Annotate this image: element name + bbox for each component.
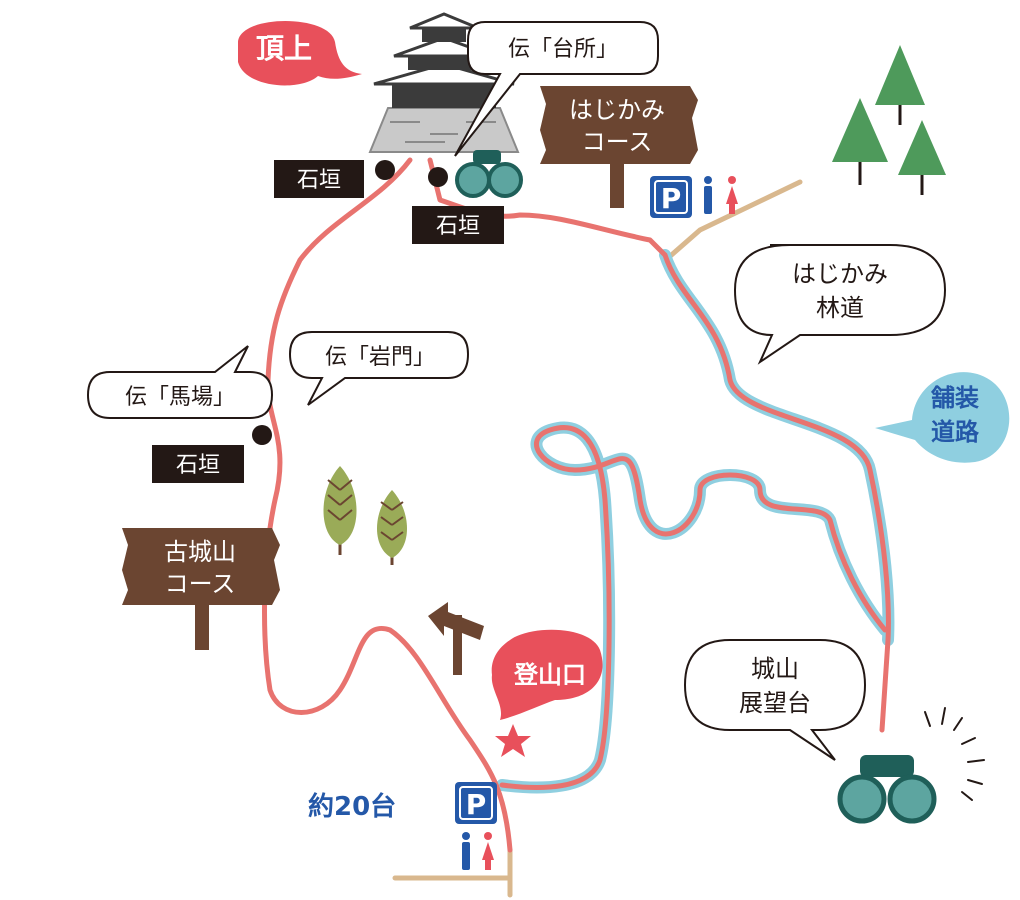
summit-restroom-icon <box>704 176 738 214</box>
tree-icon <box>832 98 888 185</box>
trailhead-callout: 登山口 <box>491 629 603 720</box>
hajikami-course-line2: コース <box>582 128 653 156</box>
daidokoro-bubble: 伝「台所」 <box>454 21 659 157</box>
hajikami-rindo-line1: はじかみ <box>792 260 888 288</box>
stone-wall-marker <box>375 160 395 180</box>
stone-wall-marker <box>252 425 272 445</box>
tree-icon <box>323 466 357 555</box>
summit-parking-icon: P <box>650 176 692 218</box>
pine-trees <box>832 45 946 195</box>
tree-icon <box>377 490 407 565</box>
svg-text:石垣: 石垣 <box>297 168 341 193</box>
sparkle-lines <box>924 707 985 801</box>
svg-text:石垣: 石垣 <box>436 214 480 239</box>
paved-road <box>496 249 895 794</box>
kojoyama-course-sign: 古城山 コース <box>122 528 280 650</box>
hajikami-rindo-bubble: はじかみ 林道 <box>733 244 947 365</box>
iwamon-bubble: 伝「岩門」 <box>288 331 470 406</box>
trailhead-parking-symbol: P <box>466 788 487 821</box>
baba-bubble: 伝「馬場」 <box>86 345 274 419</box>
baba-label: 伝「馬場」 <box>125 385 235 410</box>
stone-wall-tag: 石垣 <box>152 445 244 483</box>
tree-icon <box>898 120 946 195</box>
trailhead-parking-icon: P <box>455 782 497 824</box>
hajikami-course-line1: はじかみ <box>569 96 665 124</box>
hajikami-rindo-line2: 林道 <box>816 294 864 322</box>
trailhead-restroom-icon <box>462 832 494 870</box>
observatory-line2: 展望台 <box>739 689 811 717</box>
binoculars-icon <box>837 755 937 824</box>
summit-callout: 頂上 <box>238 21 362 86</box>
kojoyama-course-line2: コース <box>165 570 236 598</box>
star-icon <box>495 724 531 757</box>
observatory-bubble: 城山 展望台 <box>683 639 867 761</box>
svg-text:石垣: 石垣 <box>176 453 220 478</box>
stone-wall-tag: 石垣 <box>412 206 504 244</box>
tree-icon <box>875 45 925 125</box>
observatory-line1: 城山 <box>751 655 799 683</box>
hajikami-course-sign: はじかみ コース <box>540 86 698 208</box>
summit-parking-symbol: P <box>661 182 682 215</box>
trailhead-label: 登山口 <box>513 661 586 689</box>
daidokoro-label: 伝「台所」 <box>508 37 618 62</box>
kojoyama-course-line1: 古城山 <box>164 538 236 566</box>
binoculars-icon <box>455 150 523 198</box>
castle-icon <box>368 12 520 153</box>
summit-label: 頂上 <box>256 32 312 65</box>
parking-capacity: 約20台 <box>308 791 396 822</box>
direction-arrow-icon <box>428 602 484 675</box>
paved-road-line2: 道路 <box>931 418 980 446</box>
paved-road-callout: 舗装 道路 <box>875 372 1010 463</box>
leaf-trees <box>323 466 407 565</box>
dirt-roads <box>392 179 803 898</box>
stone-wall-tag: 石垣 <box>274 160 364 198</box>
paved-road-line1: 舗装 <box>930 384 979 412</box>
stone-wall-marker <box>428 167 448 187</box>
iwamon-label: 伝「岩門」 <box>325 345 435 370</box>
